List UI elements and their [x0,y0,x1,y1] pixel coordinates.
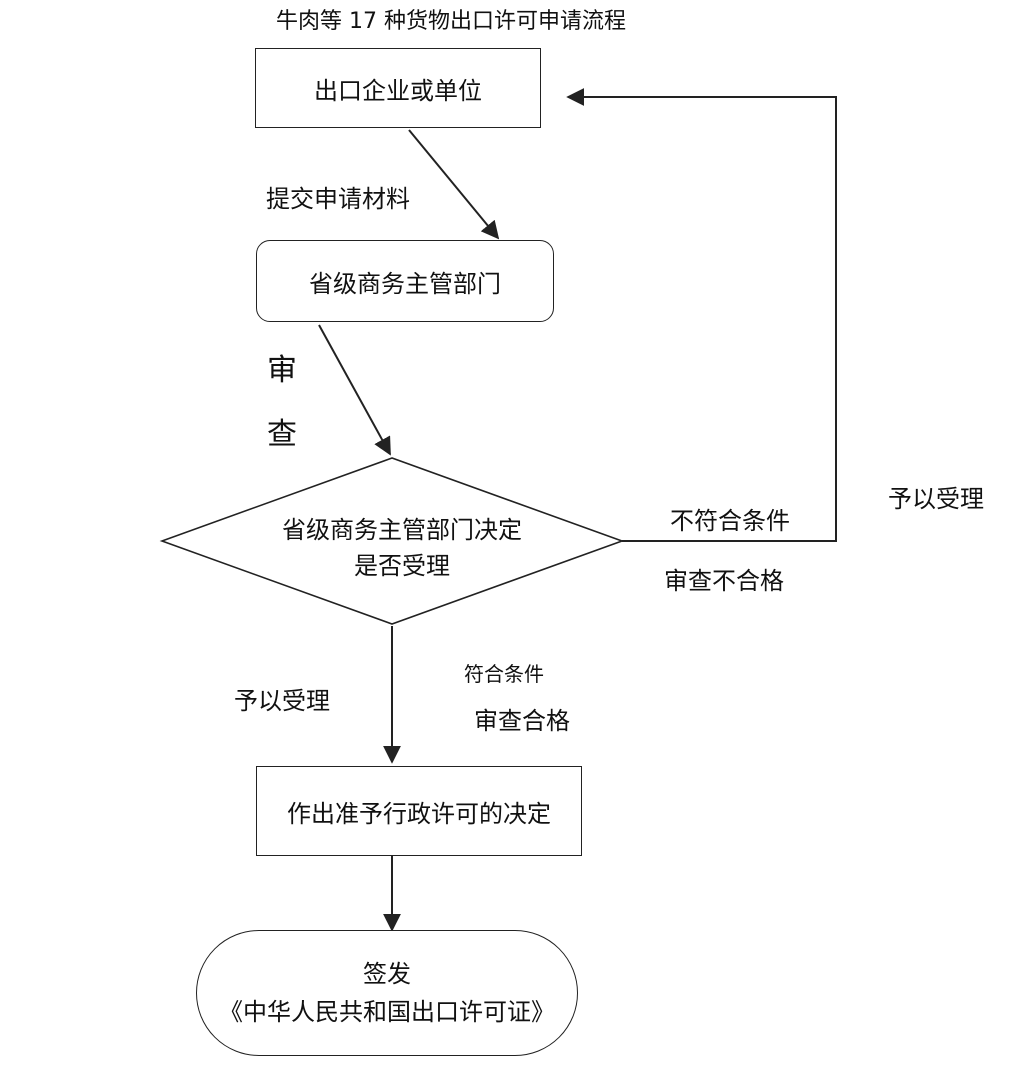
provincial-dept-box: 省级商务主管部门 [256,240,554,322]
decision-diamond [159,457,625,625]
review-char-1: 审 [267,353,297,388]
issue-line-2: 《中华人民共和国出口许可证》 [219,998,555,1026]
permit-decision-box: 作出准予行政许可的决定 [256,766,582,856]
accept-condition-label: 符合条件 [464,662,544,686]
issue-text: 签发 《中华人民共和国出口许可证》 [219,955,555,1032]
review-char-2: 查 [267,417,297,452]
permit-decision-label: 作出准予行政许可的决定 [287,799,551,828]
accept-side-label: 予以受理 [234,687,330,715]
decision-line-2: 是否受理 [354,552,450,580]
decision-line-1: 省级商务主管部门决定 [282,516,522,544]
exporter-box: 出口企业或单位 [255,48,541,128]
accept-review-label: 审查合格 [474,707,570,735]
exporter-label: 出口企业或单位 [314,76,482,105]
reject-review-label: 审查不合格 [664,567,784,595]
reject-side-label: 予以受理 [888,485,984,513]
issue-terminal: 签发 《中华人民共和国出口许可证》 [196,930,578,1056]
arrow-submit [408,129,500,240]
submit-label: 提交申请材料 [266,185,410,213]
reject-condition-label: 不符合条件 [670,507,790,535]
decision-text: 省级商务主管部门决定 是否受理 [272,512,532,584]
review-label: 审 查 [262,353,302,484]
arrow-review [318,324,391,456]
provincial-dept-label: 省级商务主管部门 [309,269,501,298]
arrow-reject-loop [566,88,837,542]
issue-line-1: 签发 [363,959,411,988]
page-title: 牛肉等 17 种货物出口许可申请流程 [276,9,626,34]
